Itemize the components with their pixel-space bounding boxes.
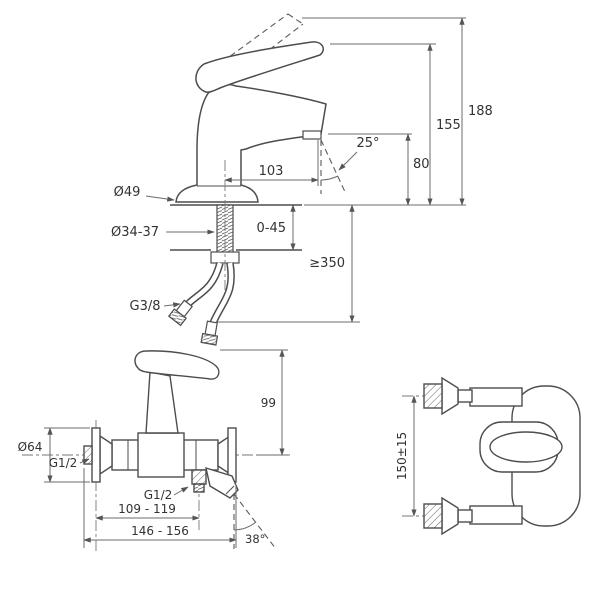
dim-inlet-spacing-label: 150±15 [395, 432, 409, 480]
lever-slot [489, 431, 563, 463]
angle-arc [320, 175, 339, 181]
dim-lever-height-label: 155 [436, 118, 461, 133]
dim-center-distance-label: 109 - 119 [118, 502, 176, 516]
dim-hose-length-label: ≥350 [309, 256, 345, 271]
dim-total-height-label: 188 [468, 104, 493, 119]
dim-inlet-thread-label: G1/2 [49, 456, 78, 470]
dim-overall-width-label: 146 - 156 [131, 524, 189, 538]
dim-base-diameter-label: Ø49 [114, 185, 141, 200]
bath-mixer-front-drawing [22, 350, 290, 552]
dim-outlet-thread-label: G1/2 [144, 488, 173, 502]
bath-mixer-side-drawing: 150±15 [395, 376, 581, 536]
dim-spout-reach-label: 103 [259, 164, 284, 179]
faucet-body [175, 83, 327, 203]
aerator [302, 130, 322, 140]
dim-handle-height-label: 99 [261, 396, 276, 410]
shower-outlet-stub [191, 469, 207, 485]
wall-union [423, 383, 443, 409]
front-lever [134, 350, 220, 380]
wall-union [423, 503, 443, 529]
dim-spout-angle-label: 38° [245, 532, 265, 546]
hose-connector [200, 320, 219, 346]
basin-mixer-dim-labels: 188 155 80 25° 103 Ø49 Ø34-37 0-45 ≥350 … [111, 104, 493, 314]
faucet-lever [195, 41, 324, 93]
dim-deck-thickness-label: 0-45 [256, 221, 286, 236]
supply-hoses [167, 261, 235, 346]
dim-spout-height-label: 80 [413, 157, 430, 172]
bath-mixer-front-dimensions [44, 349, 288, 548]
dim-escutcheon-diameter-label: Ø64 [18, 440, 43, 454]
dim-inlet-thread-label: G3/8 [130, 299, 161, 314]
basin-mixer-dimensions [145, 17, 466, 323]
bath-mixer-front-dim-labels: Ø64 G1/2 99 G1/2 109 - 119 146 - 156 38° [18, 396, 276, 546]
front-body [83, 350, 239, 499]
basin-mixer-drawing [167, 13, 327, 346]
side-centerlines [402, 395, 488, 517]
dim-spout-angle-label: 25° [356, 136, 379, 151]
spout-angle-arc [233, 521, 257, 531]
side-body [423, 376, 581, 536]
dim-hole-diameter-label: Ø34-37 [111, 225, 159, 240]
stream-angle-lines [320, 139, 347, 195]
